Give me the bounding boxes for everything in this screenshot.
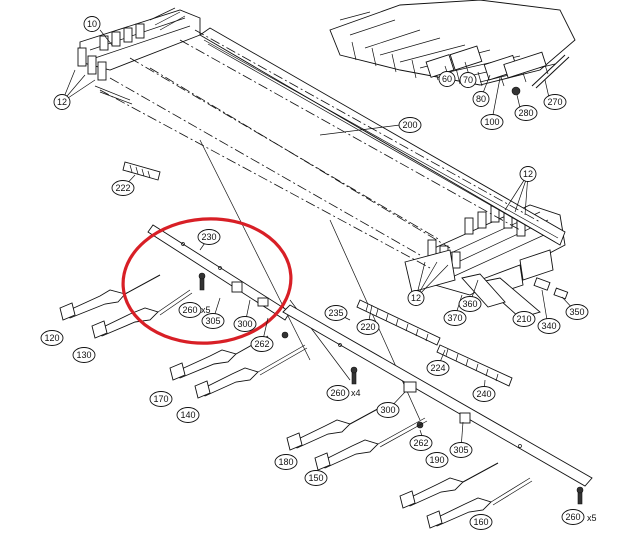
callout-150: 150	[304, 470, 328, 486]
callout-number: 262	[413, 438, 428, 448]
callout-370: 370	[443, 310, 467, 326]
callout-number: 300	[237, 319, 252, 329]
callout-number: 340	[541, 321, 556, 331]
callout-number: 235	[328, 308, 343, 318]
callout-350: 350	[565, 304, 589, 320]
callout-number: 230	[201, 232, 216, 242]
callout-number: 180	[278, 457, 293, 467]
callout-number: 120	[44, 333, 59, 343]
callout-200: 200	[398, 117, 422, 133]
quantity-label: x4	[351, 388, 361, 398]
callout-240: 240	[472, 386, 496, 402]
callout-number: 224	[430, 363, 445, 373]
highlight-circle	[121, 217, 293, 345]
callout-230: 230	[197, 229, 221, 245]
screw-parts	[198, 272, 584, 505]
callout-number: 140	[180, 410, 195, 420]
callout-305: 305	[201, 313, 225, 329]
callout-number: 270	[547, 97, 562, 107]
callout-number: 240	[476, 389, 491, 399]
quantity-labels: x5 x4 x5	[201, 305, 597, 523]
callout-180: 180	[274, 454, 298, 470]
callout-number: 300	[380, 405, 395, 415]
callout-80: 80	[472, 91, 490, 107]
callout-120: 120	[40, 330, 64, 346]
callout-300: 300	[233, 316, 257, 332]
callout-190: 190	[425, 452, 449, 468]
callout-360: 360	[458, 296, 482, 312]
nut-part	[511, 86, 521, 96]
callout-number: 260	[182, 305, 197, 315]
callout-number: 260	[565, 512, 580, 522]
callout-number: 220	[360, 322, 375, 332]
board-235	[282, 304, 593, 487]
strip-222	[122, 161, 161, 181]
callout-12: 12	[53, 94, 71, 110]
callout-number: 360	[462, 299, 477, 309]
callout-number: 370	[447, 313, 462, 323]
callout-300: 300	[376, 402, 400, 418]
callout-number: 280	[518, 108, 533, 118]
hammer-assemblies	[59, 274, 533, 529]
callout-number: 60	[442, 74, 452, 84]
callout-70: 70	[459, 72, 477, 88]
strip-220	[356, 299, 441, 346]
callout-280: 280	[514, 105, 538, 121]
callout-12: 12	[519, 166, 537, 182]
callout-number: 150	[308, 473, 323, 483]
callout-number: 260	[330, 388, 345, 398]
callout-number: 160	[473, 517, 488, 527]
long-rail-200	[199, 27, 566, 246]
callout-10: 10	[83, 16, 101, 32]
callout-262: 262	[409, 435, 433, 451]
callout-235: 235	[324, 305, 348, 321]
callout-340: 340	[537, 318, 561, 334]
callout-220: 220	[356, 319, 380, 335]
callout-number: 305	[205, 316, 220, 326]
callout-number: 222	[115, 183, 130, 193]
callout-number: 262	[254, 339, 269, 349]
hammer-cluster-left	[77, 7, 201, 105]
callout-number: 80	[476, 94, 486, 104]
callout-number: 305	[453, 445, 468, 455]
callout-270: 270	[543, 94, 567, 110]
callout-number: 170	[153, 394, 168, 404]
callout-number: 130	[76, 350, 91, 360]
callout-60: 60	[438, 71, 456, 87]
callout-100: 100	[480, 114, 504, 130]
callout-number: 210	[516, 314, 531, 324]
callout-12: 12	[407, 290, 425, 306]
callout-number: 12	[57, 97, 67, 107]
callout-260: 260	[561, 509, 585, 525]
callout-262: 262	[250, 336, 274, 352]
callout-305: 305	[449, 442, 473, 458]
callout-130: 130	[72, 347, 96, 363]
callout-number: 350	[569, 307, 584, 317]
callout-number: 100	[484, 117, 499, 127]
callout-222: 222	[111, 180, 135, 196]
strip-224	[436, 344, 513, 387]
assembly-guidelines	[99, 29, 541, 421]
callout-170: 170	[149, 391, 173, 407]
callout-number: 10	[87, 19, 97, 29]
callout-160: 160	[469, 514, 493, 530]
callout-260: 260	[326, 385, 350, 401]
callout-140: 140	[176, 407, 200, 423]
callout-number: 12	[411, 293, 421, 303]
callout-260: 260	[178, 302, 202, 318]
callout-number: 200	[402, 120, 417, 130]
callout-224: 224	[426, 360, 450, 376]
rod-part	[531, 54, 566, 87]
callout-210: 210	[512, 311, 536, 327]
bar-210	[479, 277, 541, 319]
callout-number: 190	[429, 455, 444, 465]
callout-number: 12	[523, 169, 533, 179]
callout-number: 70	[463, 75, 473, 85]
quantity-label: x5	[587, 513, 597, 523]
quantity-label: x5	[201, 305, 211, 315]
